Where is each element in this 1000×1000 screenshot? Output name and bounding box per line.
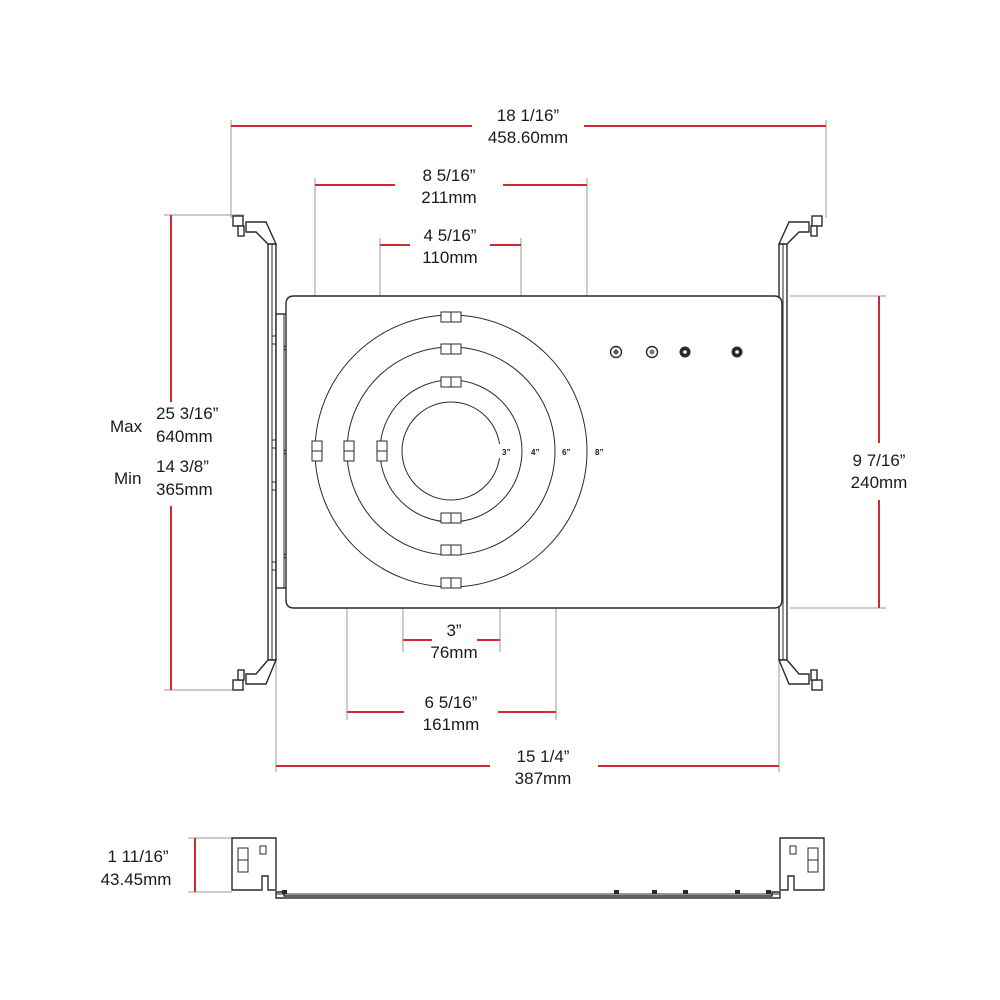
hole-3-metric: 76mm <box>430 643 477 662</box>
bar-max-metric: 640mm <box>156 427 213 446</box>
side-view <box>231 837 825 899</box>
bar-min-prefix: Min <box>114 469 141 488</box>
height-metric: 43.45mm <box>101 870 172 889</box>
bar-min-metric: 365mm <box>156 480 213 499</box>
overall-width-imperial: 18 1/16” <box>497 106 560 125</box>
height-imperial: 1 11/16” <box>107 847 168 866</box>
screw-icon <box>731 346 743 358</box>
plate-width-imperial: 15 1/4” <box>517 747 570 766</box>
ring-label-3: 3” <box>502 448 510 457</box>
left-hanger-bar <box>232 215 295 691</box>
ring-label-6: 6” <box>562 448 570 457</box>
plate-height-metric: 240mm <box>851 473 908 492</box>
bar-max-prefix: Max <box>110 417 143 436</box>
dimension-labels: 18 1/16” 458.60mm 8 5/16” 211mm 4 5/16” … <box>101 106 908 889</box>
ring-6-imperial: 6 5/16” <box>425 693 478 712</box>
screw-icon <box>679 346 691 358</box>
ring-label-4: 4” <box>531 448 539 457</box>
ring-6-metric: 161mm <box>423 715 480 734</box>
ring-8-imperial: 8 5/16” <box>423 166 476 185</box>
plate-width-metric: 387mm <box>515 769 572 788</box>
overall-width-metric: 458.60mm <box>488 128 568 147</box>
knockout-rings: 3” 4” 6” 8” <box>311 311 606 589</box>
bar-max-imperial: 25 3/16” <box>156 404 219 423</box>
ring-8-metric: 211mm <box>421 188 476 207</box>
plate-height-imperial: 9 7/16” <box>853 451 906 470</box>
ring-4-imperial: 4 5/16” <box>424 226 477 245</box>
screws <box>609 345 743 359</box>
hole-3-imperial: 3” <box>446 621 461 640</box>
ring-label-8: 8” <box>595 448 603 457</box>
screw-icon <box>609 345 623 359</box>
bar-min-imperial: 14 3/8” <box>156 457 209 476</box>
ring-4-metric: 110mm <box>422 248 477 267</box>
screw-icon <box>645 345 659 359</box>
dimension-lines <box>170 125 880 892</box>
